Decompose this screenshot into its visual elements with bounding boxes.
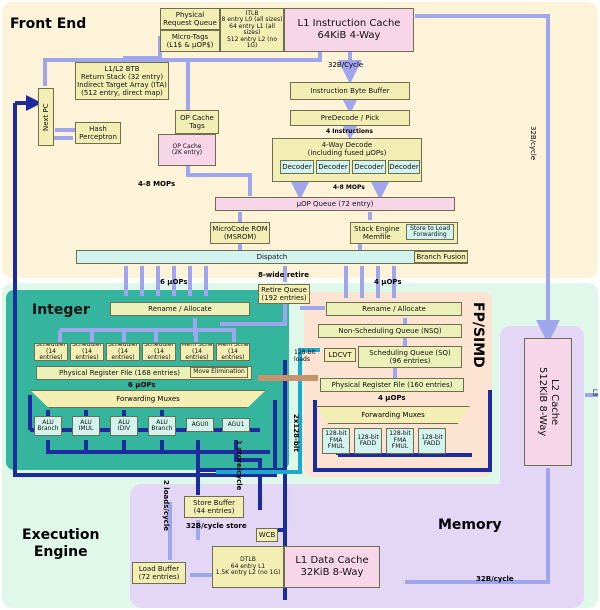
l3-label: L3	[591, 389, 598, 397]
ldcvt: LDCVT	[324, 348, 356, 362]
store-to-load-forwarding: Store to Load Forwarding	[406, 224, 454, 240]
scheduling-queue: Scheduling Queue (SQ) (96 entries)	[358, 346, 462, 368]
decoder-3: Decoder	[352, 160, 386, 174]
mem-scheduler: Mem Sche (14 entries)	[216, 343, 250, 361]
label-32b-cycle-store: 32B/cycle store	[186, 522, 247, 530]
fp-forwarding-muxes: Forwarding Muxes	[316, 406, 470, 424]
fp-unit: 128-bit FMA FMUL	[386, 428, 414, 454]
execution-engine-title: Execution Engine	[22, 527, 100, 560]
dtlb: DTLB 64 entry L1 1.5K entry L2 (no 1G)	[212, 546, 284, 588]
decoder-2: Decoder	[316, 160, 350, 174]
label-4-8-mops-mid: 4-8 MOPs	[333, 184, 365, 191]
op-cache-tags: OP Cache Tags	[175, 110, 219, 134]
op-cache: OP Cache (2K entry)	[158, 134, 216, 166]
integer-forwarding-muxes: Forwarding Muxes	[30, 390, 266, 408]
btb: L1/L2 BTB Return Stack (32 entry) Indire…	[75, 62, 169, 100]
integer-rename-allocate: Rename / Allocate	[110, 302, 250, 316]
label-4-uops-lower: 4 µOPs	[378, 394, 406, 402]
wcb: WCB	[256, 528, 278, 542]
hash-perceptron: Hash Perceptron	[75, 122, 121, 144]
integer-title: Integer	[32, 302, 90, 318]
alu: ALU Branch	[148, 416, 176, 436]
microcode-rom: MicroCode ROM (MSROM)	[210, 222, 270, 244]
fp-simd-title: FP/SIMD	[470, 302, 486, 368]
label-4-8-mops-left: 4-8 MOPs	[138, 180, 176, 188]
memory-title: Memory	[438, 517, 502, 533]
agu: AGU1	[222, 418, 250, 432]
l2-cache: L2 Cache 512KiB 8-Way	[524, 338, 572, 466]
store-buffer: Store Buffer (44 entries)	[184, 496, 244, 518]
label-4-uops: 4 µOPs	[374, 278, 402, 286]
move-elimination: Move Elimination	[190, 367, 248, 378]
fp-unit: 128-bit FADD	[418, 428, 446, 454]
decoder-4: Decoder	[388, 160, 420, 174]
integer-scheduler: Scheduler (14 entries)	[34, 343, 68, 361]
label-6-uops: 6 µOPs	[160, 278, 188, 286]
instruction-byte-buffer: Instruction Byte Buffer	[290, 82, 410, 100]
label-32b-cycle: 32B/Cycle	[328, 61, 364, 69]
front-end-title: Front End	[10, 16, 87, 32]
label-6-uops-lower: 6 µOPs	[128, 381, 156, 389]
alu: ALU Branch	[34, 416, 62, 436]
alu: ALU IDIV	[110, 416, 138, 436]
dispatch: Dispatch	[76, 250, 468, 264]
next-pc: Next PC	[38, 88, 54, 146]
integer-scheduler: Scheduler (14 entries)	[142, 343, 176, 361]
decoder-1: Decoder	[280, 160, 314, 174]
micro-tags: Micro-Tags (L1$ & µOP$)	[160, 30, 220, 52]
l1-instruction-cache: L1 Instruction Cache 64KiB 4-Way	[284, 8, 414, 52]
label-2x128-bit: 2x128-bit	[292, 414, 300, 452]
fp-unit: 128-bit FMA FMUL	[322, 428, 350, 454]
integer-scheduler: Scheduler (14 entries)	[106, 343, 140, 361]
label-128-bit-loads: 128-bit loads	[294, 349, 316, 363]
non-scheduling-queue: Non-Scheduling Queue (NSQ)	[318, 324, 462, 338]
itlb: ITLB 8 entry L0 (all sizes) 64 entry L1 …	[220, 8, 284, 52]
label-32b-cycle-right: 32B/cycle	[529, 126, 537, 161]
label-1-store-cycle: 1 store/cycle	[235, 440, 243, 491]
label-32b-cycle-bottom: 32B/cycle	[476, 575, 514, 583]
stack-engine-label: Stack Engine Memfile	[354, 225, 400, 241]
decode-label: 4-Way Decode (including fused µOPs)	[307, 141, 387, 157]
predecode-pick: PreDecode / Pick	[290, 110, 410, 126]
label-2-loads-cycle: 2 loads/cycle	[162, 480, 170, 531]
integer-prf-label: Physical Register File (168 entries)	[59, 369, 180, 377]
fp-prf: Physical Register File (160 entries)	[320, 378, 464, 392]
fp-unit: 128-bit FADD	[354, 428, 382, 454]
uop-queue: µOP Queue (72 entry)	[215, 197, 455, 211]
integer-scheduler: Scheduler (14 entries)	[70, 343, 104, 361]
l1-data-cache: L1 Data Cache 32KiB 8-Way	[284, 546, 380, 588]
load-buffer: Load Buffer (72 entries)	[132, 562, 186, 584]
alu: ALU IMUL	[72, 416, 100, 436]
label-4-instructions: 4 Instructions	[326, 128, 373, 135]
retire-queue: Retire Queue (192 entries)	[258, 284, 310, 304]
fp-rename-allocate: Rename / Allocate	[326, 302, 462, 316]
agu: AGU0	[186, 418, 214, 432]
mem-scheduler: Mem Sche (14 entries)	[180, 343, 214, 361]
branch-fusion: Branch Fusion	[414, 251, 468, 263]
physical-request-queue: Physical Request Queue	[160, 8, 220, 30]
label-8-wide-retire: 8-wide retire	[258, 271, 309, 279]
